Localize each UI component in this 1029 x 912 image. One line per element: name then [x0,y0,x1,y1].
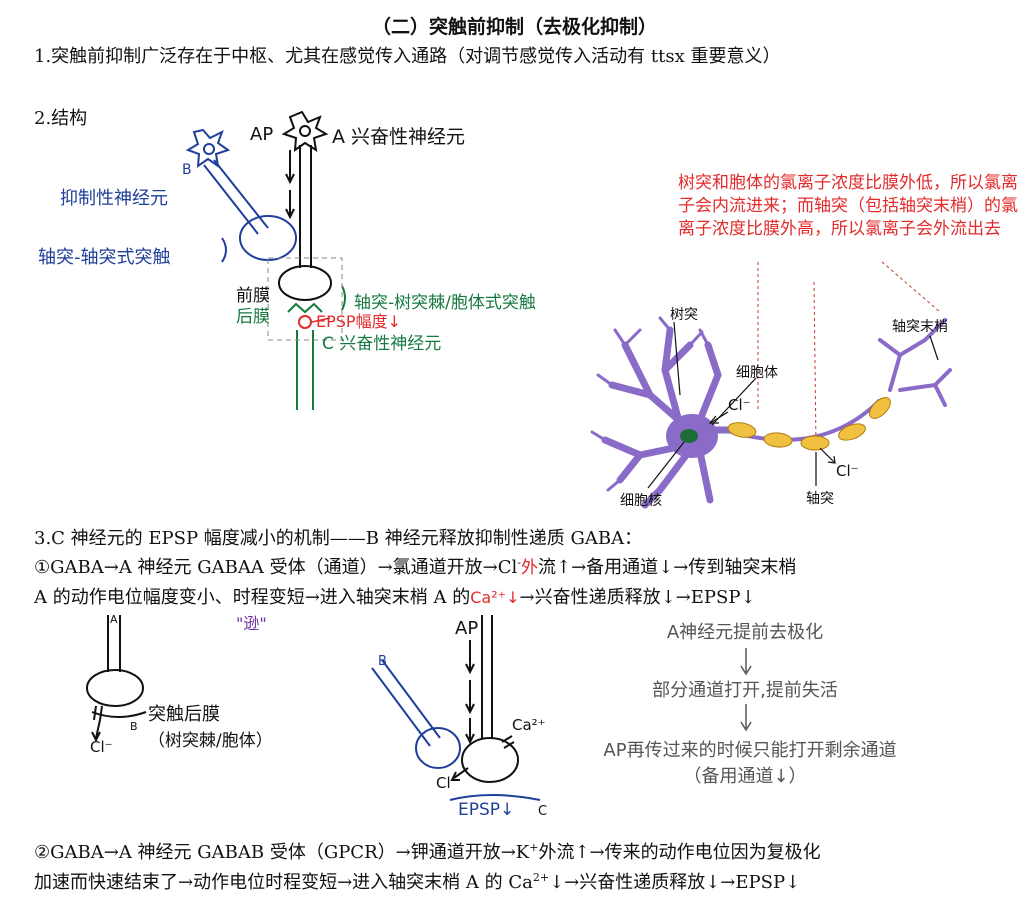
flow-step-4: （备用通道↓） [683,766,807,787]
chloride-note: 树突和胞体的氯离子浓度比膜外低，所以氯离子会内流进来；而轴突（包括轴突末梢）的氯… [678,173,1018,239]
postsynaptic-membrane-label: 后膜 [236,307,270,327]
chloride-label-1: Cl⁻ [728,396,751,414]
axon-terminal-label: 轴突末梢 [892,319,948,335]
b-label-d3: B [378,654,387,669]
nucleus-label: 细胞核 [620,493,662,509]
b-label-small: B [130,720,138,733]
epsp-decrease-label: EPSP↓ [458,800,515,820]
page-title: （二）突触前抑制（去极化抑制） [371,16,657,38]
c-label-d3: C [538,804,548,819]
paragraph-5: A 的动作电位幅度变小、时程变短→进入轴突末梢 A 的Ca²⁺↓→兴奋性递质释放… [34,587,756,608]
c-neuron-label: C 兴奋性神经元 [322,334,442,354]
dendrite-label: 树突 [670,307,698,323]
paragraph-4: ①GABA→A 神经元 GABAA 受体（通道）→氯通道开放→Cl-外流↑→备用… [34,556,797,578]
section-structure: 2.结构 [34,108,88,129]
postsynaptic-label: 突触后膜 [148,704,220,725]
flow-step-2: 部分通道打开,提前失活 [652,680,838,701]
excitatory-neuron-a [278,110,332,301]
inhibitory-neuron-b [185,128,297,261]
chloride-label-2: Cl⁻ [836,462,859,480]
axo-axonic-synapse-label: 轴突-轴突式突触 [38,247,171,268]
flow-step-3: AP再传过来的时候只能打开剩余通道 [603,740,897,761]
paragraph-7: 加速而快速结束了→动作电位时程变短→进入轴突末梢 A 的 Ca2+↓→兴奋性递质… [34,871,801,893]
outflow-annotation: "逊" [236,614,267,633]
ap-label: AP [250,124,274,145]
calcium-label: Ca²⁺ [512,716,546,734]
soma-label: 细胞体 [736,365,778,381]
a-label-small: A [110,613,118,626]
axo-dendritic-synapse-label: 轴突-树突棘/胞体式突触 [354,293,536,313]
paragraph-3: 3.C 神经元的 EPSP 幅度减小的机制——B 神经元释放抑制性递质 GABA… [34,528,643,549]
axon-label: 轴突 [806,491,834,507]
chloride-label-d3: Cl⁻ [436,774,459,792]
epsp-label: EPSP幅度↓ [316,312,401,331]
a-neuron-label: A 兴奋性神经元 [332,126,466,148]
paragraph-1: 1.突触前抑制广泛存在于中枢、尤其在感觉传入通路（对调节感觉传入活动有 ttsx… [34,46,781,67]
postsynaptic-label-2: （树突棘/胞体） [148,731,273,751]
inhibitory-neuron-label: 抑制性神经元 [60,188,168,209]
paragraph-6: ②GABA→A 神经元 GABAB 受体（GPCR）→钾通道开放→K+外流↑→传… [34,841,821,863]
b-label: B [182,162,192,178]
presynaptic-membrane-label: 前膜 [236,286,270,306]
excitatory-neuron-c [287,285,346,410]
flow-step-1: A神经元提前去极化 [666,622,824,643]
ap-label-d3: AP [455,618,479,639]
chloride-label-d2: Cl⁻ [90,738,113,756]
